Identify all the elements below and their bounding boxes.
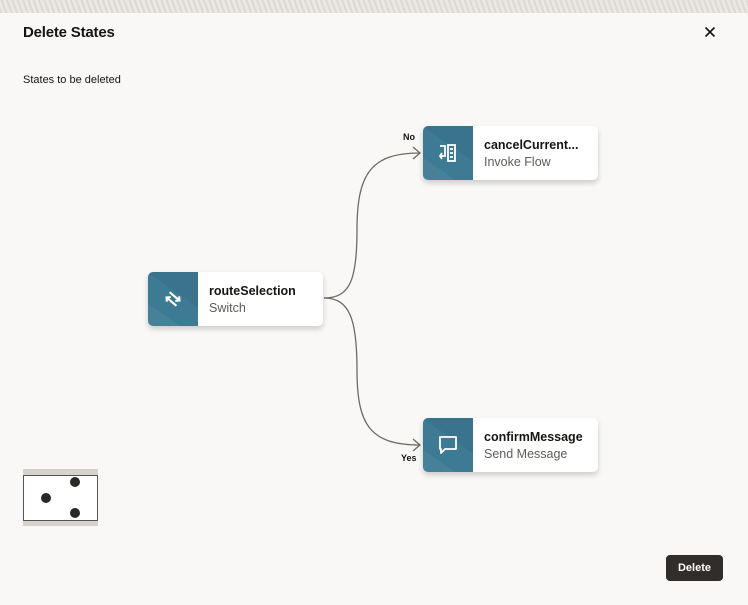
close-button[interactable] (702, 24, 718, 40)
node-type: Invoke Flow (484, 155, 551, 169)
switch-icon (148, 272, 198, 326)
minimap-node (70, 477, 80, 487)
edge-label-no: No (403, 132, 415, 142)
background-banner (0, 0, 748, 13)
node-confirm-message[interactable]: confirmMessage Send Message (423, 418, 598, 472)
node-type: Switch (209, 301, 246, 315)
node-type: Send Message (484, 447, 568, 461)
minimap-viewport[interactable] (23, 475, 98, 521)
minimap-node (70, 508, 80, 518)
delete-button[interactable]: Delete (666, 555, 723, 581)
invoke-flow-icon (423, 126, 473, 180)
node-route-selection[interactable]: routeSelection Switch (148, 272, 323, 326)
states-to-delete-label: States to be deleted (23, 74, 121, 86)
edge-label-yes: Yes (401, 453, 417, 463)
dialog-title: Delete States (23, 24, 115, 41)
close-icon (704, 26, 716, 38)
node-name: routeSelection (209, 284, 296, 298)
flow-minimap[interactable] (23, 469, 98, 526)
node-name: confirmMessage (484, 430, 583, 444)
chat-bubble-icon (423, 418, 473, 472)
minimap-node (41, 493, 51, 503)
node-cancel-current[interactable]: cancelCurrent... Invoke Flow (423, 126, 598, 180)
delete-states-dialog (0, 13, 748, 605)
node-name: cancelCurrent... (484, 138, 579, 152)
